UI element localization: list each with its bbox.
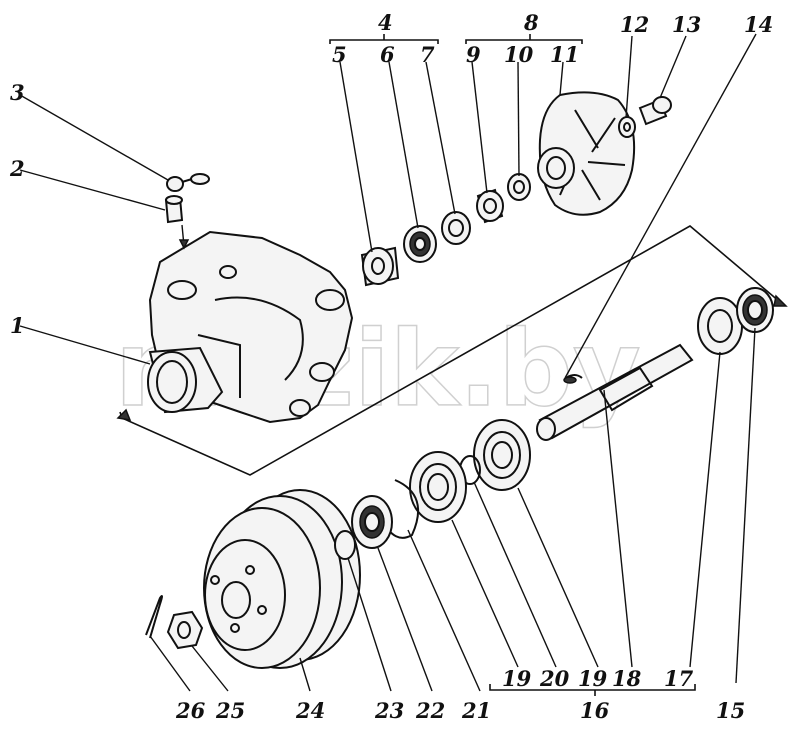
- impeller-bushing-parts: [476, 91, 636, 224]
- callout-6: 6: [380, 42, 395, 67]
- callout-12: 12: [620, 12, 649, 37]
- callout-25: 25: [215, 698, 245, 723]
- callout-23: 23: [374, 698, 404, 723]
- callout-18: 18: [612, 666, 642, 691]
- drain-cock: [166, 173, 210, 192]
- callout-22: 22: [415, 698, 445, 723]
- rear-bearing-and-seal: [697, 287, 774, 355]
- washer-and-bolt: [618, 96, 672, 138]
- callout-labels: 1 2 3 4 5 6 7 8 9 10 11 12 13 14 15 16 1…: [9, 10, 773, 723]
- callout-15: 15: [716, 698, 745, 723]
- callout-21: 21: [461, 698, 491, 723]
- circlip-and-seal: [351, 479, 420, 549]
- drain-fitting: [164, 195, 190, 250]
- callout-11: 11: [550, 42, 579, 67]
- callout-19b: 19: [578, 666, 608, 691]
- callout-9: 9: [466, 42, 481, 67]
- callout-13: 13: [672, 12, 701, 37]
- callout-5: 5: [332, 42, 347, 67]
- callout-1: 1: [10, 313, 25, 338]
- group-brackets: [329, 34, 696, 696]
- callout-7: 7: [420, 42, 435, 67]
- callout-26: 26: [175, 698, 206, 723]
- callout-8: 8: [523, 10, 539, 35]
- callout-2: 2: [9, 156, 25, 181]
- seal-assembly-parts: [360, 211, 471, 287]
- callout-3: 3: [10, 80, 25, 105]
- callout-17: 17: [664, 666, 694, 691]
- pump-shaft: [536, 343, 694, 441]
- callout-20: 20: [539, 666, 570, 691]
- callout-19a: 19: [502, 666, 532, 691]
- leader-lines: [19, 33, 757, 692]
- callout-4: 4: [378, 10, 393, 35]
- callout-16: 16: [580, 698, 610, 723]
- callout-10: 10: [504, 42, 534, 67]
- callout-14: 14: [744, 12, 773, 37]
- front-bearings: [409, 419, 531, 523]
- pulley: [203, 489, 361, 669]
- callout-24: 24: [295, 698, 325, 723]
- nut-and-cotter-pin: [145, 595, 204, 650]
- pump-housing: [147, 230, 354, 424]
